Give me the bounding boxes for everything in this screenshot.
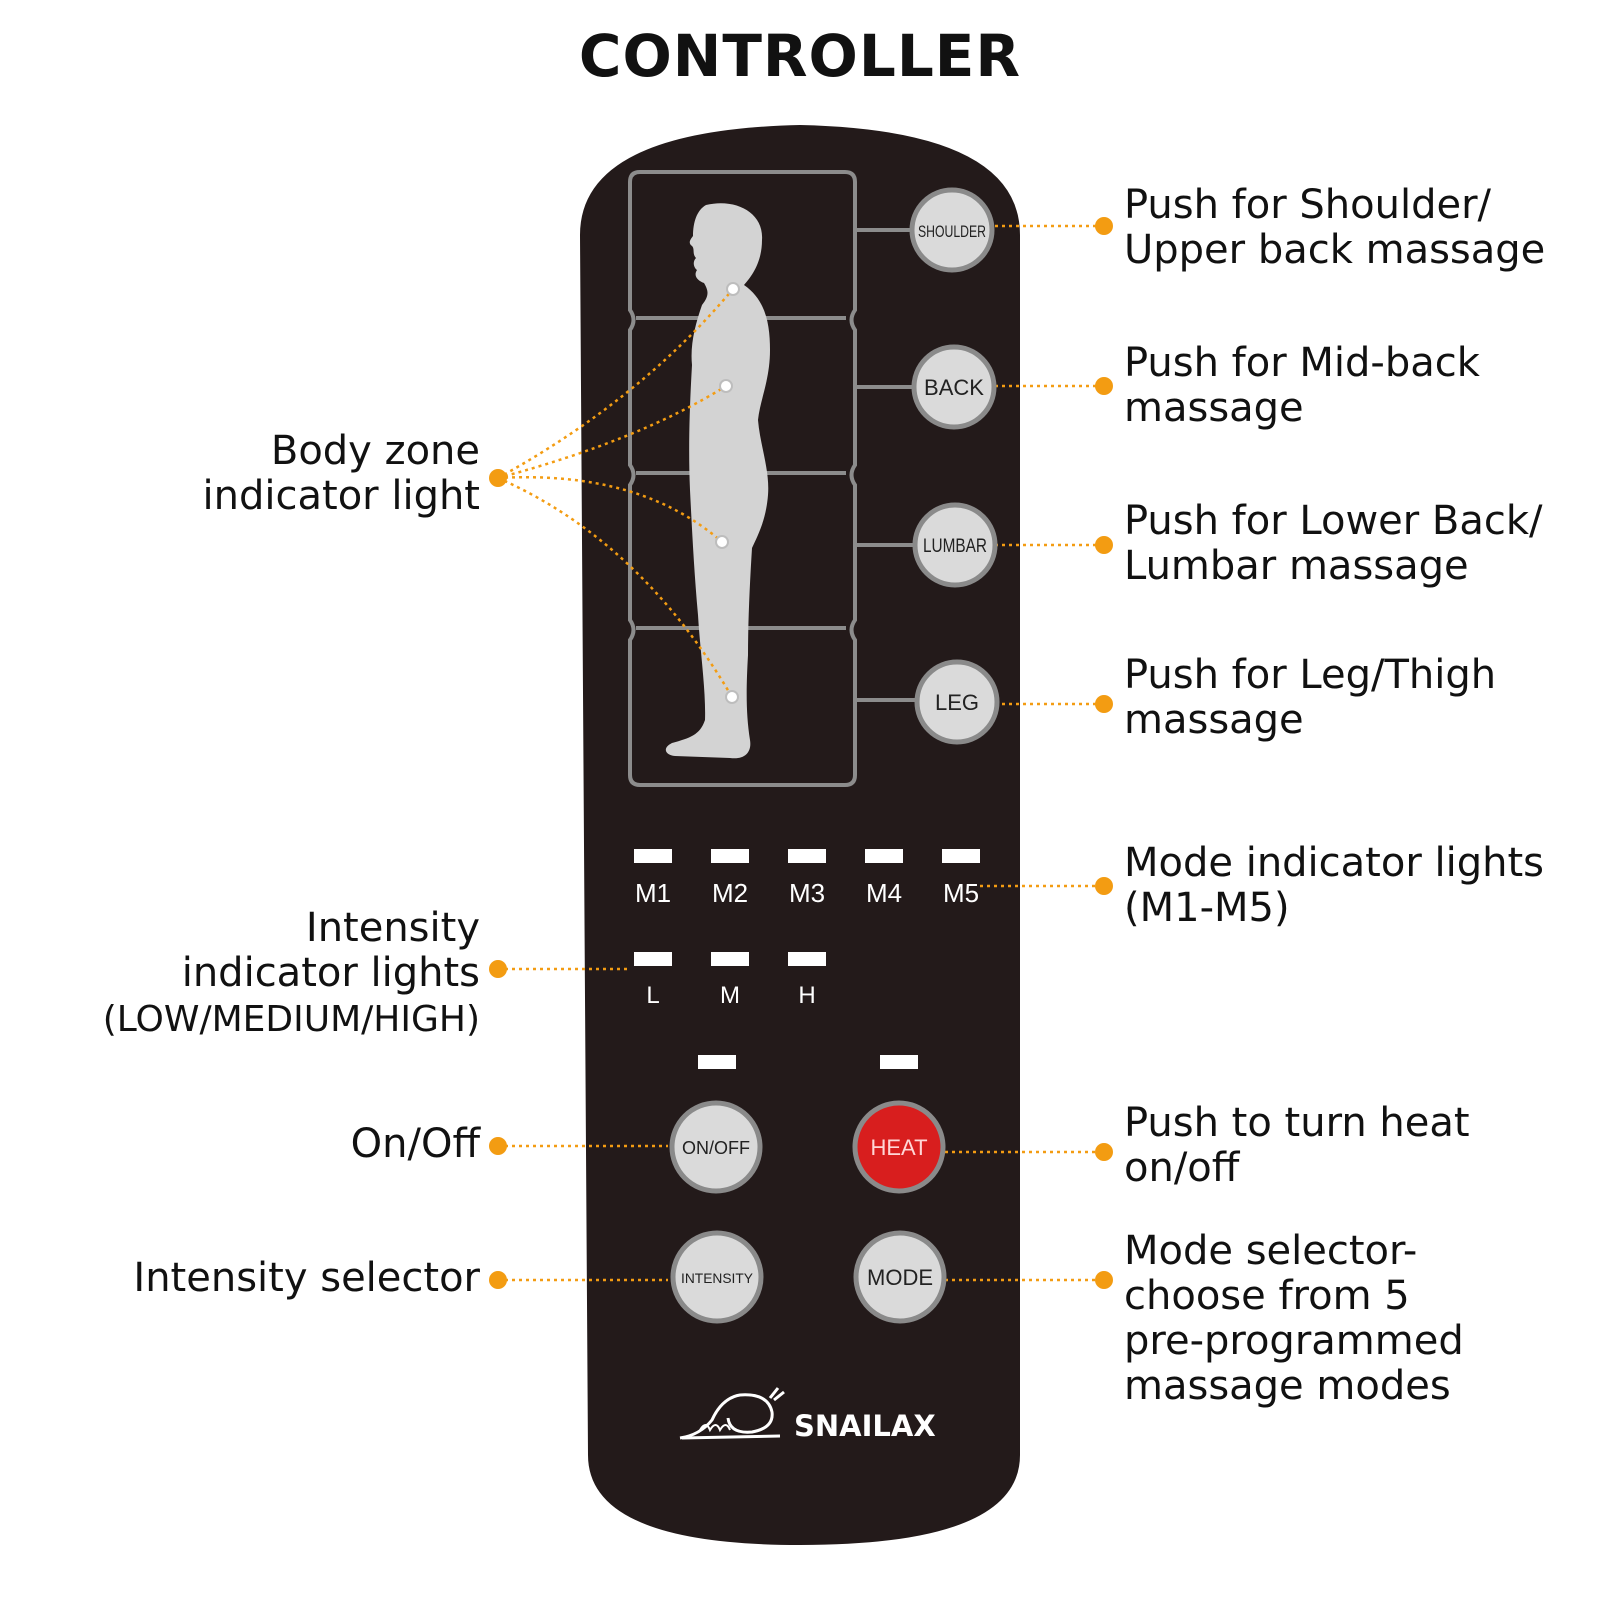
lumbar-button-label: LUMBAR	[923, 536, 987, 557]
snailax-logo-icon	[679, 1387, 785, 1440]
callout-heat-line1: Push to turn heat	[1124, 1100, 1470, 1146]
mode-indicator-lights	[634, 849, 980, 863]
callout-body-zone-line2: indicator light	[202, 473, 480, 519]
intensity-labels: L M H	[646, 982, 815, 1009]
mode-light-m5	[942, 849, 980, 863]
mode-labels: M1 M2 M3 M4 M5	[635, 878, 979, 908]
heat-indicator-light	[880, 1055, 918, 1069]
mode-light-m2	[711, 849, 749, 863]
callout-lumbar-line2: Lumbar massage	[1124, 543, 1469, 589]
body-zone-leader-dot	[489, 469, 507, 487]
page-title: CONTROLLER	[578, 22, 1022, 90]
callout-heat-line2: on/off	[1124, 1145, 1240, 1191]
zone-light-back	[719, 379, 733, 393]
mode-label-m1: M1	[635, 878, 671, 908]
callout-lumbar: Push for Lower Back/Lumbar massage	[1124, 499, 1543, 589]
callout-lumbar-line1: Push for Lower Back/	[1124, 498, 1543, 544]
zone-light-shoulder	[726, 282, 740, 296]
callout-mode-lights-line1: Mode indicator lights	[1124, 840, 1544, 886]
right-leaders	[945, 224, 1104, 1282]
heat-button[interactable]: HEAT	[852, 1100, 946, 1194]
callout-mode-lights-line2: (M1-M5)	[1124, 885, 1290, 931]
onoff-button[interactable]: ON/OFF	[669, 1100, 763, 1194]
callout-mode-selector-line3: pre-programmed	[1124, 1318, 1464, 1364]
intensity-light-low	[634, 952, 672, 966]
callout-leg-line1: Push for Leg/Thigh	[1124, 652, 1497, 698]
shoulder-button-label: SHOULDER	[918, 222, 986, 241]
body-zone-leaders	[497, 288, 734, 698]
intensity-indicator-lights	[634, 952, 826, 966]
right-leader-dots	[1095, 217, 1113, 1289]
body-zone-indicator-lights	[715, 282, 740, 704]
callout-intensity-lights-line3: (LOW/MEDIUM/HIGH)	[102, 999, 480, 1040]
mode-label-m4: M4	[866, 878, 902, 908]
intensity-label-medium: M	[720, 982, 740, 1009]
callout-back-line1: Push for Mid-back	[1124, 340, 1480, 386]
intensity-button[interactable]: INTENSITY	[670, 1230, 764, 1324]
callout-body-zone-line1: Body zone	[270, 428, 480, 474]
intensity-label-high: H	[798, 982, 815, 1009]
mode-light-m4	[865, 849, 903, 863]
shoulder-button[interactable]: SHOULDER	[909, 187, 995, 273]
mode-button[interactable]: MODE	[853, 1230, 947, 1324]
callout-shoulder: Push for Shoulder/Upper back massage	[1124, 183, 1545, 273]
intensity-button-label: INTENSITY	[681, 1270, 754, 1286]
power-indicator-light	[698, 1055, 736, 1069]
callout-shoulder-line2: Upper back massage	[1124, 227, 1546, 273]
onoff-button-label: ON/OFF	[682, 1138, 750, 1158]
mode-light-m3	[788, 849, 826, 863]
callout-onoff: On/Off	[350, 1121, 480, 1167]
mode-label-m2: M2	[712, 878, 748, 908]
intensity-light-medium	[711, 952, 749, 966]
remote-body	[580, 125, 1020, 1545]
zone-light-lumbar	[715, 535, 729, 549]
callout-mode-selector-line2: choose from 5	[1124, 1273, 1410, 1319]
mode-button-label: MODE	[867, 1265, 933, 1290]
callout-mode-lights: Mode indicator lights(M1-M5)	[1124, 841, 1544, 931]
left-leaders	[498, 967, 668, 1282]
callout-leg-line2: massage	[1124, 697, 1304, 743]
zone-button-connectors	[855, 228, 916, 702]
callout-back-line2: massage	[1124, 385, 1304, 431]
back-button[interactable]: BACK	[911, 344, 997, 430]
leg-button-label: LEG	[935, 690, 979, 715]
callout-mode-selector-line1: Mode selector-	[1124, 1228, 1418, 1274]
left-leader-dots	[489, 960, 507, 1289]
callout-intensity-lights-line1: Intensity	[305, 905, 480, 951]
intensity-label-low: L	[646, 982, 659, 1009]
zone-light-leg	[725, 690, 739, 704]
callout-shoulder-line1: Push for Shoulder/	[1124, 182, 1491, 228]
leg-button[interactable]: LEG	[914, 659, 1000, 745]
human-silhouette	[665, 203, 770, 759]
mode-label-m5: M5	[943, 878, 979, 908]
lumbar-button[interactable]: LUMBAR	[912, 502, 998, 588]
mode-light-m1	[634, 849, 672, 863]
callout-intensity-selector: Intensity selector	[133, 1255, 480, 1301]
intensity-light-high	[788, 952, 826, 966]
mode-label-m3: M3	[789, 878, 825, 908]
callout-intensity-lights-line2: indicator lights	[181, 950, 480, 996]
heat-button-label: HEAT	[870, 1135, 927, 1160]
brand-name: SNAILAX	[794, 1409, 936, 1443]
callout-mode-selector-line4: massage modes	[1124, 1363, 1451, 1409]
back-button-label: BACK	[924, 375, 984, 400]
